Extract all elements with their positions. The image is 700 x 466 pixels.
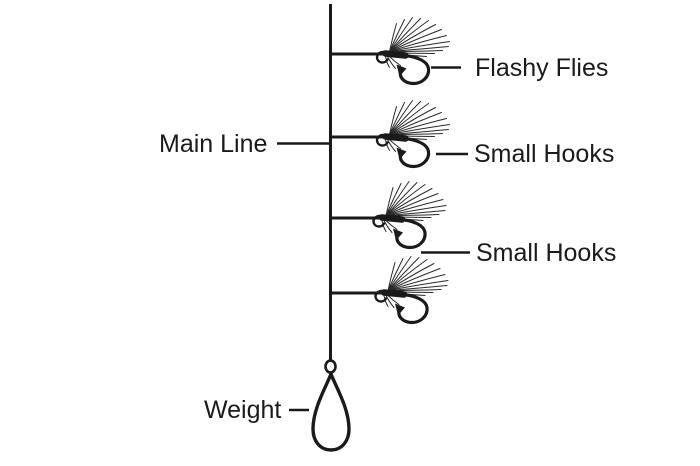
label-weight: Weight xyxy=(204,396,282,424)
fly-icon-2 xyxy=(377,101,449,167)
fly-icon-1 xyxy=(377,18,449,84)
fly-icon-4 xyxy=(376,257,448,323)
weight-icon xyxy=(311,372,351,452)
label-small-hooks-upper: Small Hooks xyxy=(474,140,615,168)
fly-icon-3 xyxy=(374,182,446,248)
label-small-hooks-lower: Small Hooks xyxy=(476,239,617,267)
label-main-line: Main Line xyxy=(159,130,268,158)
label-flashy-flies: Flashy Flies xyxy=(475,54,609,82)
loop-knot-icon xyxy=(324,359,337,374)
